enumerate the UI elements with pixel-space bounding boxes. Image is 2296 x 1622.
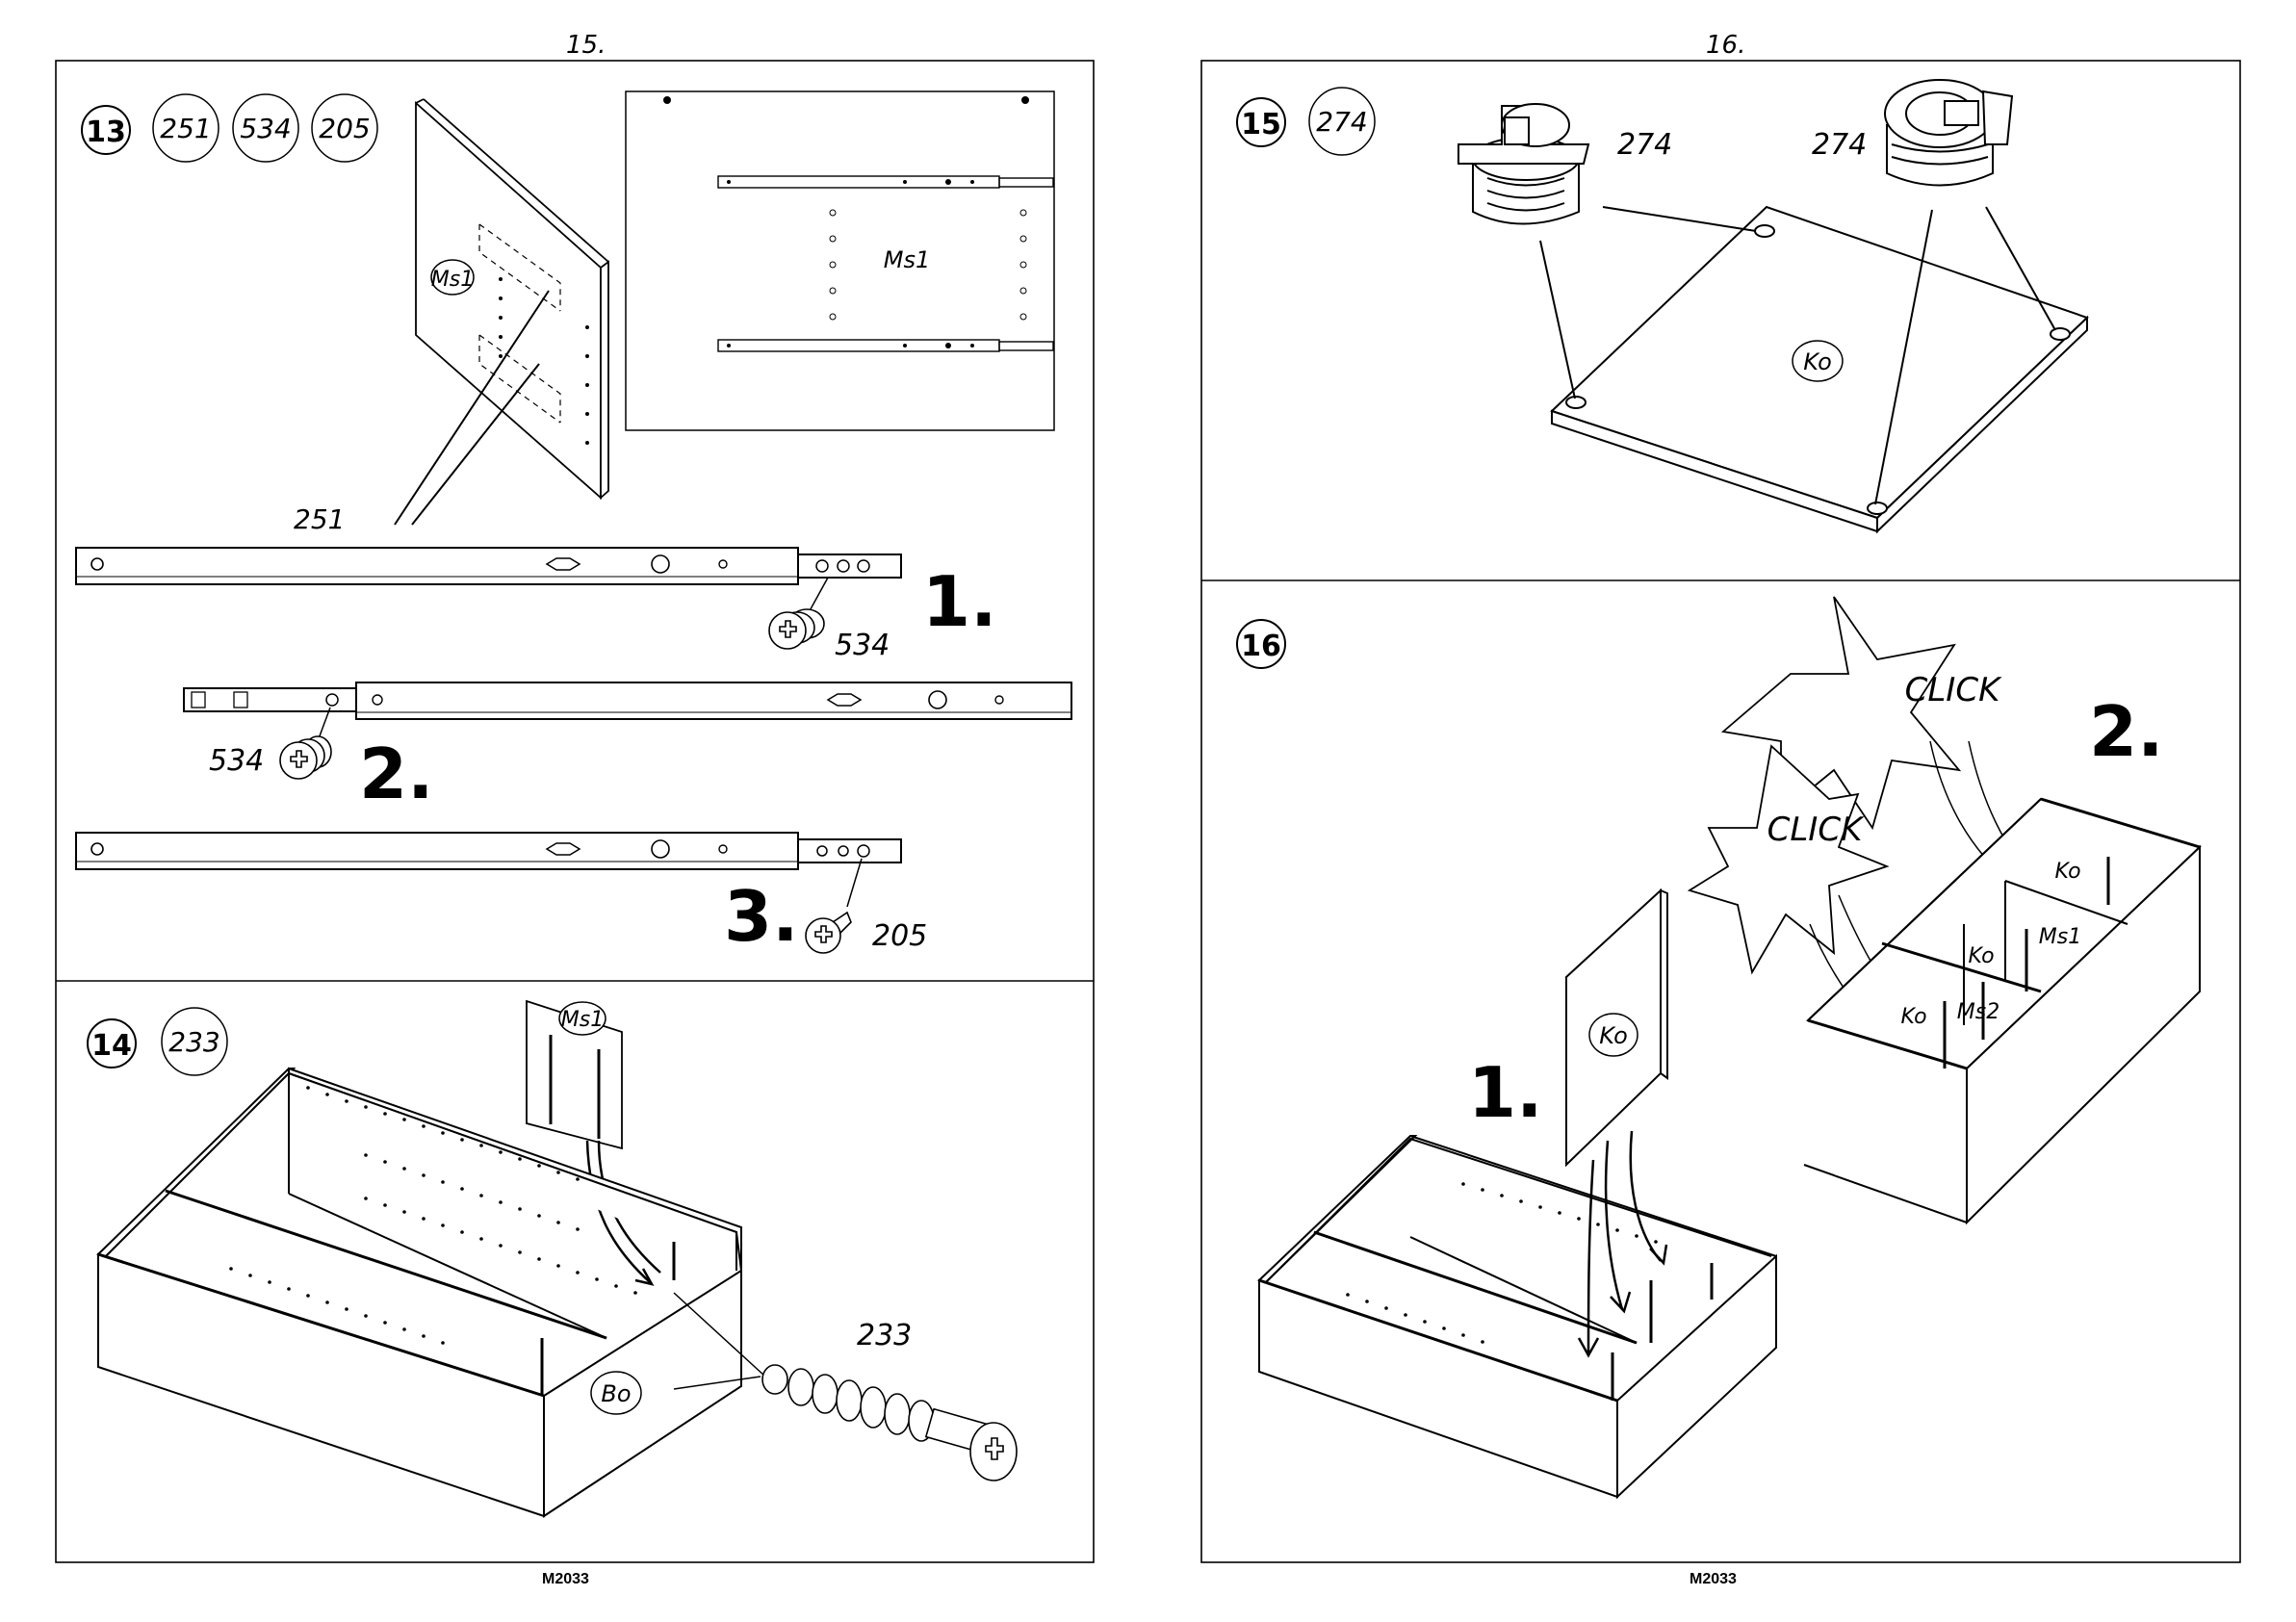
- part-code-274: 274: [1316, 106, 1367, 138]
- fitting-233: [762, 1365, 1017, 1480]
- carcass-open-box-2: [1259, 1136, 1776, 1497]
- assembled-label-ko-top: Ko: [2054, 860, 2080, 884]
- rail-1: [76, 548, 901, 616]
- part-code-534: 534: [240, 113, 291, 144]
- step-15-number: 15: [1241, 108, 1281, 142]
- fitting-left-label: 274: [1617, 128, 1672, 162]
- assembled-label-ko-mid: Ko: [1968, 944, 1994, 968]
- sub-step-3: 3.: [724, 876, 798, 957]
- sub-step-2: 2.: [359, 734, 433, 814]
- divider-label-ms1: Ms1: [561, 1008, 604, 1032]
- screw-205: [806, 913, 851, 953]
- part-code-233: 233: [168, 1026, 219, 1058]
- sub-step-3-part: 205: [872, 919, 927, 953]
- step-16: 16 CLICK CLICK 2.: [1237, 597, 2200, 1497]
- inset-label-ms1: Ms1: [884, 246, 930, 273]
- rail-part-251: 251: [294, 503, 345, 535]
- step-14-number: 14: [91, 1029, 132, 1063]
- sub-step-16-2: 2.: [2089, 691, 2163, 772]
- step-13: 13 251 534 205 Ms1: [76, 91, 1071, 957]
- fitting-right-label: 274: [1812, 128, 1867, 162]
- loose-panel-label-ko: Ko: [1599, 1022, 1628, 1049]
- cam-fitting-right: [1885, 80, 2012, 186]
- step-15: 15 274 274 274: [1237, 80, 2087, 531]
- step-13-number: 13: [86, 116, 126, 149]
- assembled-label-ms1: Ms1: [2039, 925, 2081, 949]
- sub-step-16-1: 1.: [1468, 1052, 1542, 1133]
- inset-panel-view: Ms1: [626, 91, 1054, 430]
- sub-step-2-part: 534: [209, 744, 264, 778]
- rail-2: [184, 682, 1071, 741]
- divider-panel-ms1: Ms1: [527, 1001, 622, 1148]
- part-code-251: 251: [160, 113, 211, 144]
- sub-step-1-part: 534: [835, 629, 890, 662]
- screw-534-a: [769, 609, 824, 649]
- part-code-205: 205: [319, 113, 370, 144]
- bottom-label-bo: Bo: [601, 1380, 631, 1407]
- panel-label-ms1: Ms1: [431, 268, 474, 292]
- step-14: 14 233 Ms1: [88, 1001, 1017, 1516]
- assembled-label-ko-low: Ko: [1900, 1005, 1926, 1029]
- panel-label-ko: Ko: [1803, 348, 1832, 375]
- sub-step-1: 1.: [922, 561, 996, 642]
- click-label-1: CLICK: [1905, 671, 2002, 709]
- step-16-number: 16: [1241, 630, 1281, 663]
- panel-ms1-perspective: [416, 99, 608, 498]
- fitting-part-233: 233: [857, 1319, 912, 1352]
- click-burst-top: [1723, 597, 1959, 828]
- click-label-2: CLICK: [1767, 811, 1865, 849]
- screw-534-b: [280, 736, 331, 779]
- assembled-label-ms2: Ms2: [1957, 1000, 1999, 1024]
- cam-fitting-left: [1458, 104, 1588, 224]
- carcass-open-box: [98, 1068, 741, 1516]
